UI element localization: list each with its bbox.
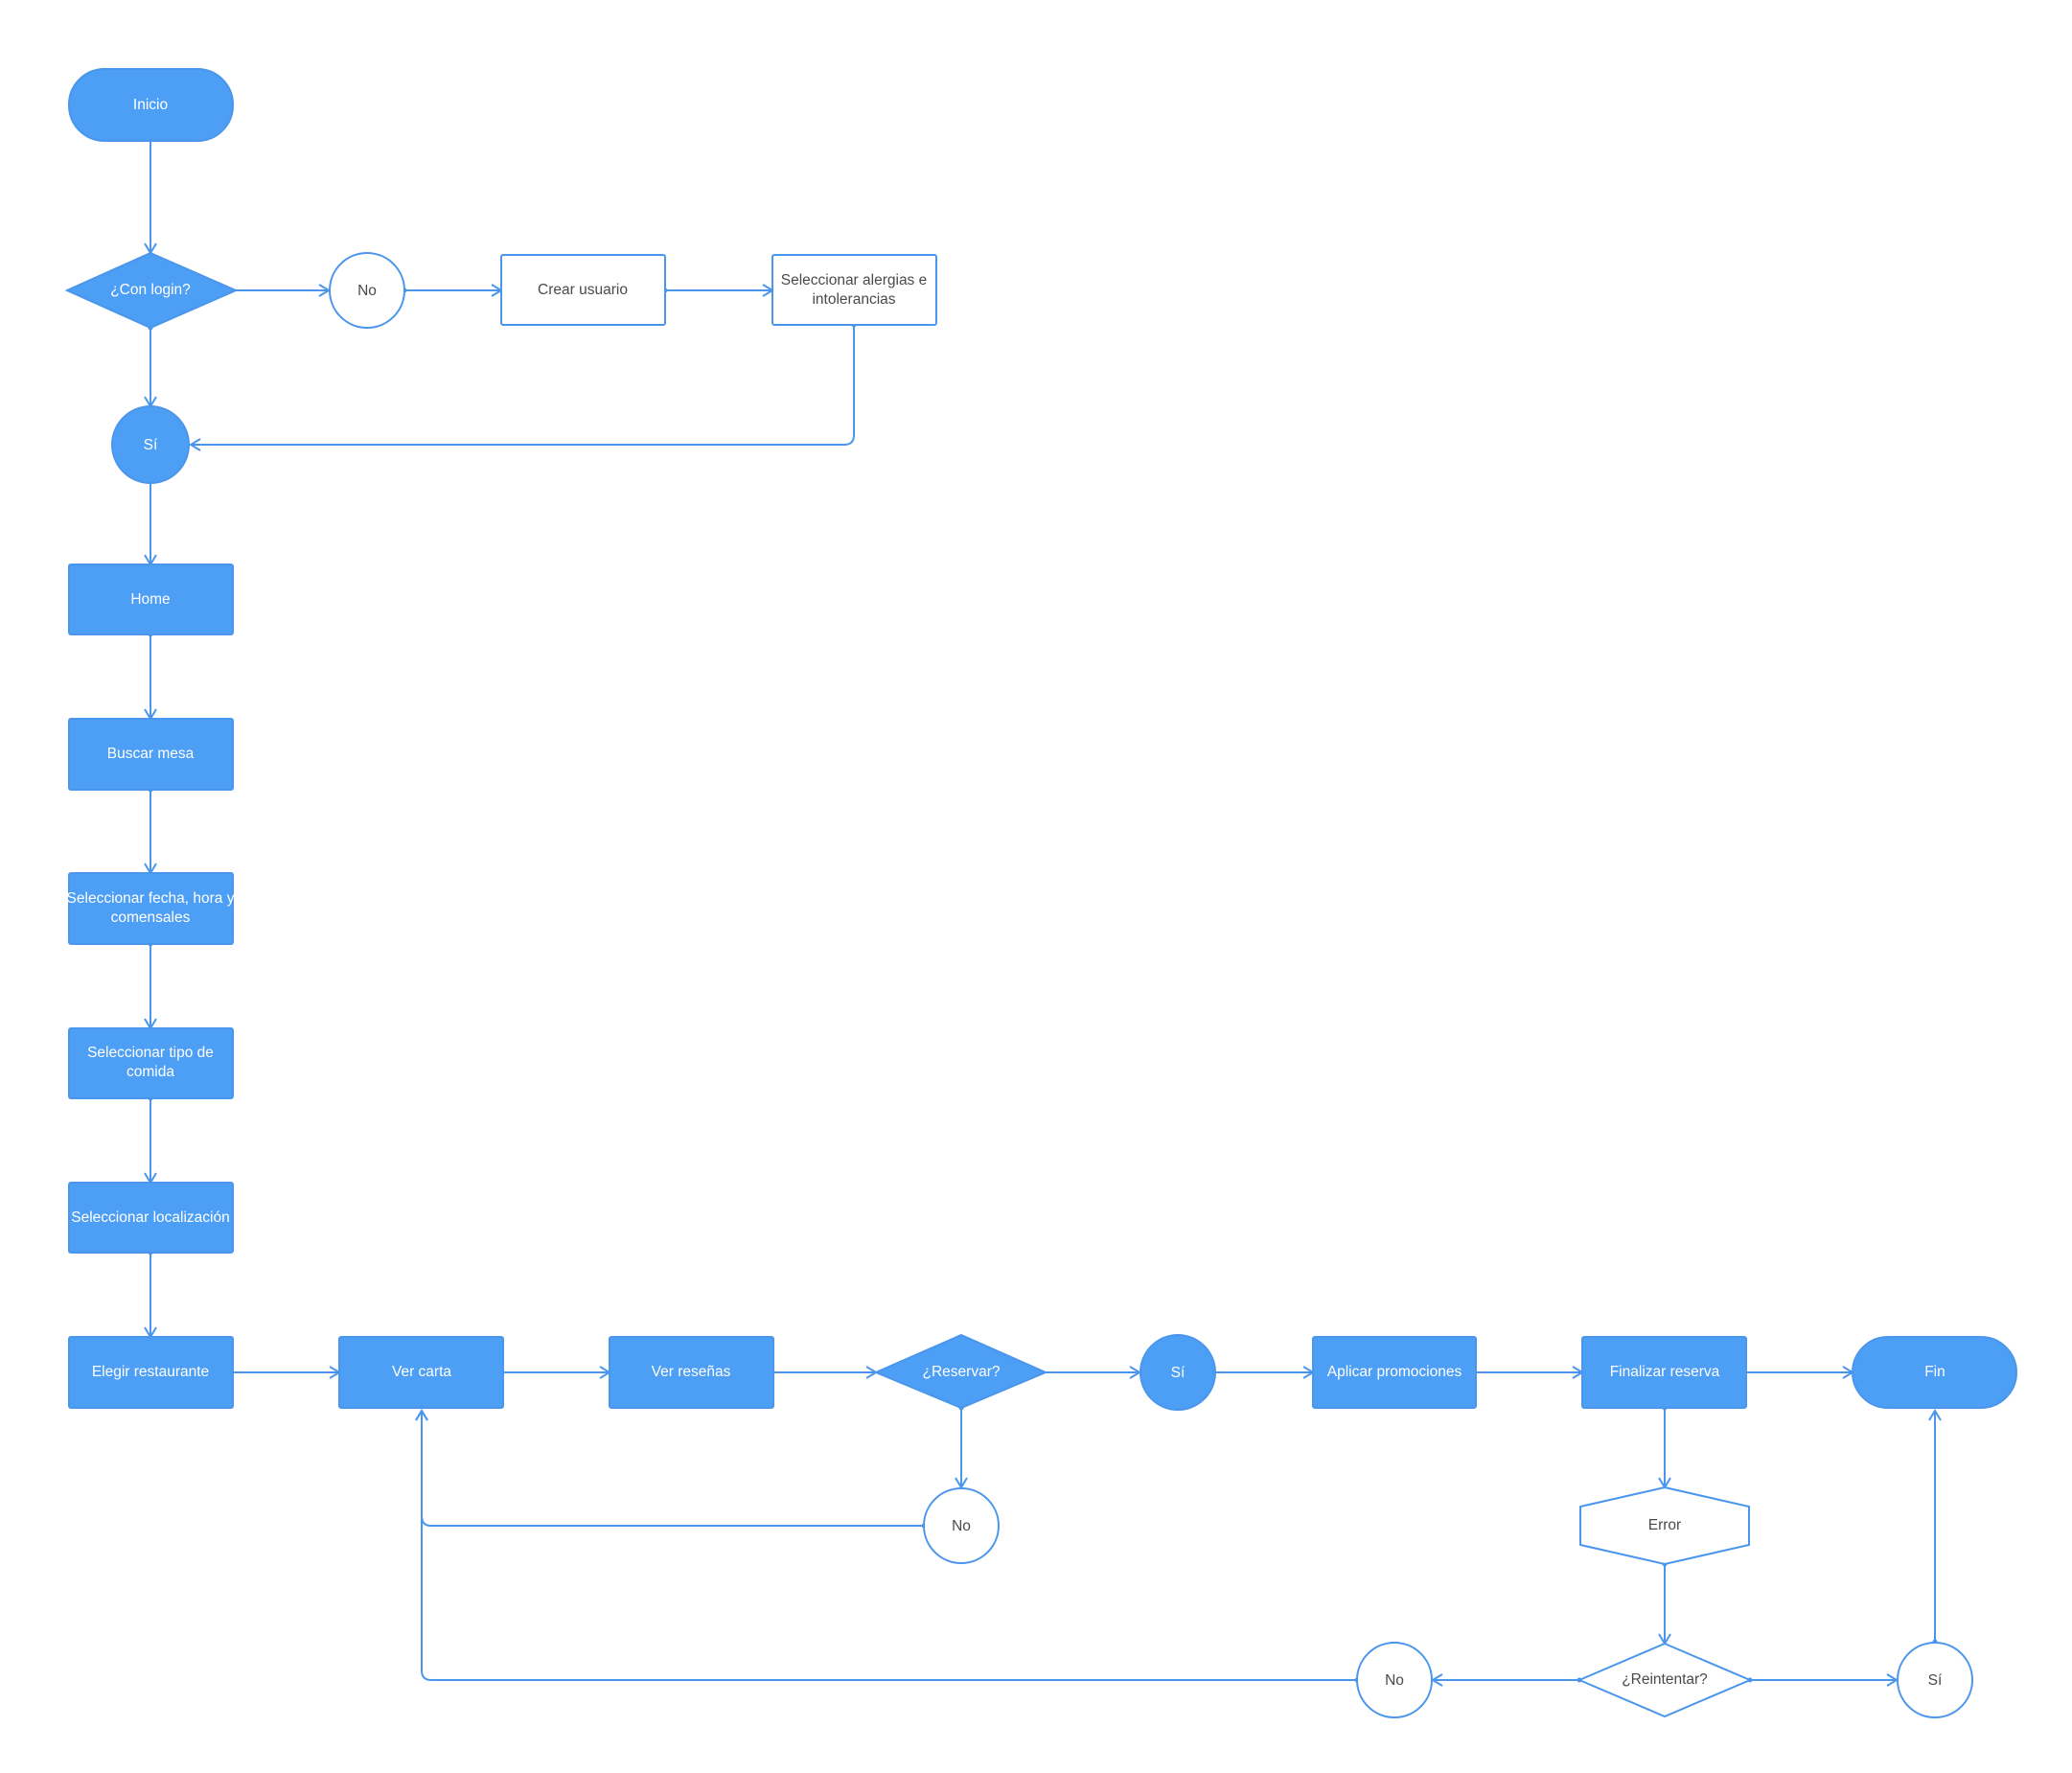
label-tipo-line1: Seleccionar tipo de — [87, 1045, 214, 1061]
node-home: Home — [68, 564, 234, 635]
label-localizacion: Seleccionar localización — [71, 1209, 229, 1226]
label-no-reintentar: No — [1385, 1672, 1404, 1689]
node-si-reservar: Sí — [1140, 1334, 1216, 1411]
node-seleccionar-alergias: Seleccionar alergias e intolerancias — [771, 254, 937, 326]
label-finalizar-reserva: Finalizar reserva — [1610, 1364, 1720, 1380]
node-con-login-decision: ¿Con login? — [64, 251, 239, 330]
node-inicio: Inicio — [68, 68, 234, 142]
connector-dots — [148, 288, 1938, 1683]
label-si-reservar: Sí — [1171, 1365, 1186, 1381]
node-aplicar-promociones: Aplicar promociones — [1312, 1336, 1477, 1409]
label-buscar-mesa: Buscar mesa — [107, 746, 195, 762]
node-reintentar-decision: ¿Reintentar? — [1577, 1642, 1753, 1718]
label-aplicar-promociones: Aplicar promociones — [1327, 1364, 1462, 1380]
label-alergias-line1: Seleccionar alergias e — [781, 272, 928, 288]
label-elegir-restaurante: Elegir restaurante — [92, 1364, 209, 1380]
node-seleccionar-localizacion: Seleccionar localización — [68, 1182, 234, 1254]
node-ver-carta: Ver carta — [338, 1336, 504, 1409]
label-ver-carta: Ver carta — [392, 1364, 451, 1380]
label-reservar: ¿Reservar? — [923, 1364, 1001, 1380]
label-fecha-line1: Seleccionar fecha, hora y — [67, 890, 235, 907]
edge-alergias-to-si — [189, 325, 855, 451]
label-tipo-line2: comida — [127, 1064, 174, 1080]
label-si-login: Sí — [144, 437, 158, 453]
label-inicio: Inicio — [133, 97, 168, 113]
node-si-reintentar: Sí — [1897, 1642, 1973, 1718]
edge-no-to-carta-long — [415, 1409, 1357, 1681]
label-fin: Fin — [1924, 1364, 1945, 1380]
node-crear-usuario: Crear usuario — [500, 254, 666, 326]
label-crear-usuario: Crear usuario — [538, 282, 628, 298]
node-no-reintentar: No — [1356, 1642, 1433, 1718]
label-si-reintentar: Sí — [1928, 1672, 1943, 1689]
node-si-login: Sí — [111, 405, 190, 484]
node-seleccionar-fecha: Seleccionar fecha, hora y comensales — [67, 872, 235, 945]
label-ver-resenas: Ver reseñas — [652, 1364, 731, 1380]
connectors — [144, 141, 1942, 1687]
label-reintentar: ¿Reintentar? — [1622, 1671, 1708, 1688]
node-fin: Fin — [1852, 1336, 2017, 1409]
label-fecha-line2: comensales — [111, 910, 191, 926]
node-ver-resenas: Ver reseñas — [609, 1336, 774, 1409]
label-no-reservar: No — [952, 1518, 971, 1534]
node-buscar-mesa: Buscar mesa — [68, 718, 234, 791]
node-no-reservar: No — [923, 1487, 1000, 1564]
node-finalizar-reserva: Finalizar reserva — [1581, 1336, 1747, 1409]
edge-no-to-carta — [415, 1409, 924, 1527]
label-no-login: No — [357, 283, 377, 299]
node-elegir-restaurante: Elegir restaurante — [68, 1336, 234, 1409]
node-error: Error — [1579, 1485, 1750, 1566]
node-seleccionar-tipo: Seleccionar tipo de comida — [68, 1027, 234, 1099]
label-home: Home — [130, 591, 170, 608]
label-con-login: ¿Con login? — [110, 282, 191, 298]
label-error: Error — [1648, 1517, 1681, 1533]
node-no-login: No — [329, 252, 405, 329]
node-reservar-decision: ¿Reservar? — [873, 1333, 1048, 1410]
label-alergias-line2: intolerancias — [812, 291, 895, 308]
